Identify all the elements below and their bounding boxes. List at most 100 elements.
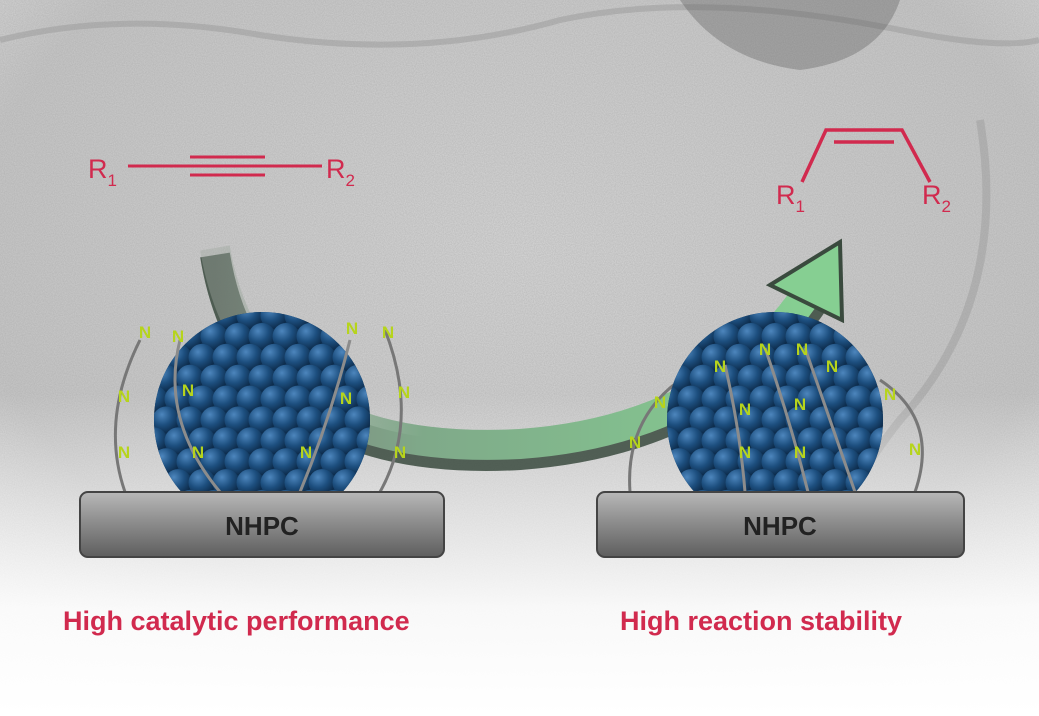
- svg-text:R2: R2: [922, 180, 951, 216]
- nanoparticle-atom: [749, 427, 777, 455]
- nanoparticle-atom: [797, 385, 825, 413]
- product-r1-label: R: [776, 180, 796, 210]
- nitrogen-atom-label: N: [382, 323, 394, 342]
- reactant-r1-label: R: [88, 154, 108, 184]
- nanoparticle-atom: [809, 406, 837, 434]
- nanoparticle-atom: [785, 406, 813, 434]
- nanoparticle-atom: [845, 427, 873, 455]
- nanoparticle-atom: [212, 427, 240, 455]
- nanoparticle-atom: [773, 343, 801, 371]
- product-alkene: R1 R2: [776, 128, 951, 216]
- left-nitrogen-chain-outer-left: [113, 339, 142, 493]
- nanoparticle-atom: [200, 322, 228, 350]
- left-nitrogen-chain-inner-right: [298, 339, 352, 493]
- nanoparticle-atom: [224, 322, 252, 350]
- right-nitrogen-chain-outer-left: [628, 378, 681, 493]
- nitrogen-atom-label: N: [139, 323, 151, 342]
- nanoparticle-atom: [236, 469, 264, 497]
- nanoparticle-atom: [701, 469, 729, 497]
- reactant-alkyne: R1 R2: [88, 154, 355, 190]
- nanoparticle-atom: [272, 322, 300, 350]
- svg-text:R1: R1: [776, 180, 805, 216]
- product-r2-label: R: [922, 180, 942, 210]
- nanoparticle-atom: [154, 385, 168, 413]
- nanoparticle-atom: [797, 343, 825, 371]
- left-support-plate: [79, 491, 445, 558]
- nanoparticle-atom: [248, 406, 276, 434]
- nitrogen-atom-label: N: [398, 383, 410, 402]
- nitrogen-atom-label: N: [300, 443, 312, 462]
- right-nitrogen-chain-inner-1: [723, 364, 747, 493]
- nanoparticle-atom: [154, 427, 168, 455]
- nanoparticle-atom: [689, 448, 717, 476]
- nanoparticle-atom: [344, 406, 370, 434]
- nanoparticle-atom: [785, 364, 813, 392]
- nanoparticle-atom: [701, 343, 729, 371]
- product-r2-subscript: 2: [942, 197, 951, 216]
- nanoparticle-atom: [308, 469, 336, 497]
- nanoparticle-atom: [248, 448, 276, 476]
- nitrogen-atom-label: N: [182, 381, 194, 400]
- nitrogen-atom-label: N: [346, 319, 358, 338]
- nanoparticle-atom: [797, 427, 825, 455]
- nanoparticle-atom: [308, 427, 336, 455]
- nanoparticle-atom: [773, 312, 801, 330]
- nanoparticle-atom: [677, 427, 705, 455]
- left-support-label: NHPC: [225, 511, 299, 541]
- nanoparticle-atom: [272, 448, 300, 476]
- nanoparticle-atom: [821, 343, 849, 371]
- nanoparticle-atom: [296, 364, 324, 392]
- nanoparticle-atom: [749, 469, 777, 497]
- nanoparticle-atom: [869, 427, 883, 455]
- nanoparticle-atom: [260, 312, 288, 330]
- nanoparticle-atom: [332, 427, 360, 455]
- reactant-r2-subscript: 2: [346, 171, 355, 190]
- nanoparticle-atom: [284, 385, 312, 413]
- nanoparticle-atom: [176, 364, 204, 392]
- nanoparticle-atom: [749, 385, 777, 413]
- nanoparticle-atom: [701, 427, 729, 455]
- nanoparticle-atom: [320, 448, 348, 476]
- nanoparticle-atom: [737, 322, 765, 350]
- nanoparticle-atom: [296, 448, 324, 476]
- nanoparticle-atom: [701, 385, 729, 413]
- nanoparticle-atom: [224, 448, 252, 476]
- nanoparticle-atom: [212, 343, 240, 371]
- nitrogen-atom-label: N: [118, 387, 130, 406]
- nanoparticle-atom: [224, 406, 252, 434]
- nitrogen-atom-label: N: [714, 357, 726, 376]
- nanoparticle-atom: [224, 364, 252, 392]
- nanoparticle-atom: [667, 385, 681, 413]
- nanoparticle-atom: [236, 427, 264, 455]
- reactant-r1-subscript: 1: [108, 171, 117, 190]
- nanoparticle-atom: [284, 469, 312, 497]
- nitrogen-atom-label: N: [192, 443, 204, 462]
- reaction-arrow-head: [765, 238, 845, 324]
- nanoparticle-atom: [677, 385, 705, 413]
- nanoparticle-atom: [667, 427, 681, 455]
- nitrogen-atom-label: N: [739, 443, 751, 462]
- nitrogen-atom-label: N: [654, 393, 666, 412]
- nanoparticle-atom: [164, 385, 192, 413]
- nitrogen-atom-label: N: [340, 389, 352, 408]
- nanoparticle-atom: [713, 448, 741, 476]
- nitrogen-atom-label: N: [394, 443, 406, 462]
- nanoparticle-atom: [284, 343, 312, 371]
- right-support: NHPC: [596, 491, 965, 558]
- nitrogen-atom-label: N: [794, 443, 806, 462]
- nanoparticle-atom: [833, 448, 861, 476]
- nanoparticle-atom: [761, 322, 789, 350]
- nanoparticle-atom: [761, 448, 789, 476]
- nitrogen-atom-label: N: [759, 340, 771, 359]
- nanoparticle-atom: [845, 385, 873, 413]
- nanoparticle-atom: [356, 385, 370, 413]
- nanoparticle-atom: [200, 364, 228, 392]
- right-support-label: NHPC: [743, 511, 817, 541]
- reactant-r2-label: R: [326, 154, 346, 184]
- nanoparticle-atom: [296, 406, 324, 434]
- nanoparticle-atom: [260, 427, 288, 455]
- alkene-skeleton: [800, 128, 932, 183]
- left-nitrogen-chain-inner: [173, 339, 222, 493]
